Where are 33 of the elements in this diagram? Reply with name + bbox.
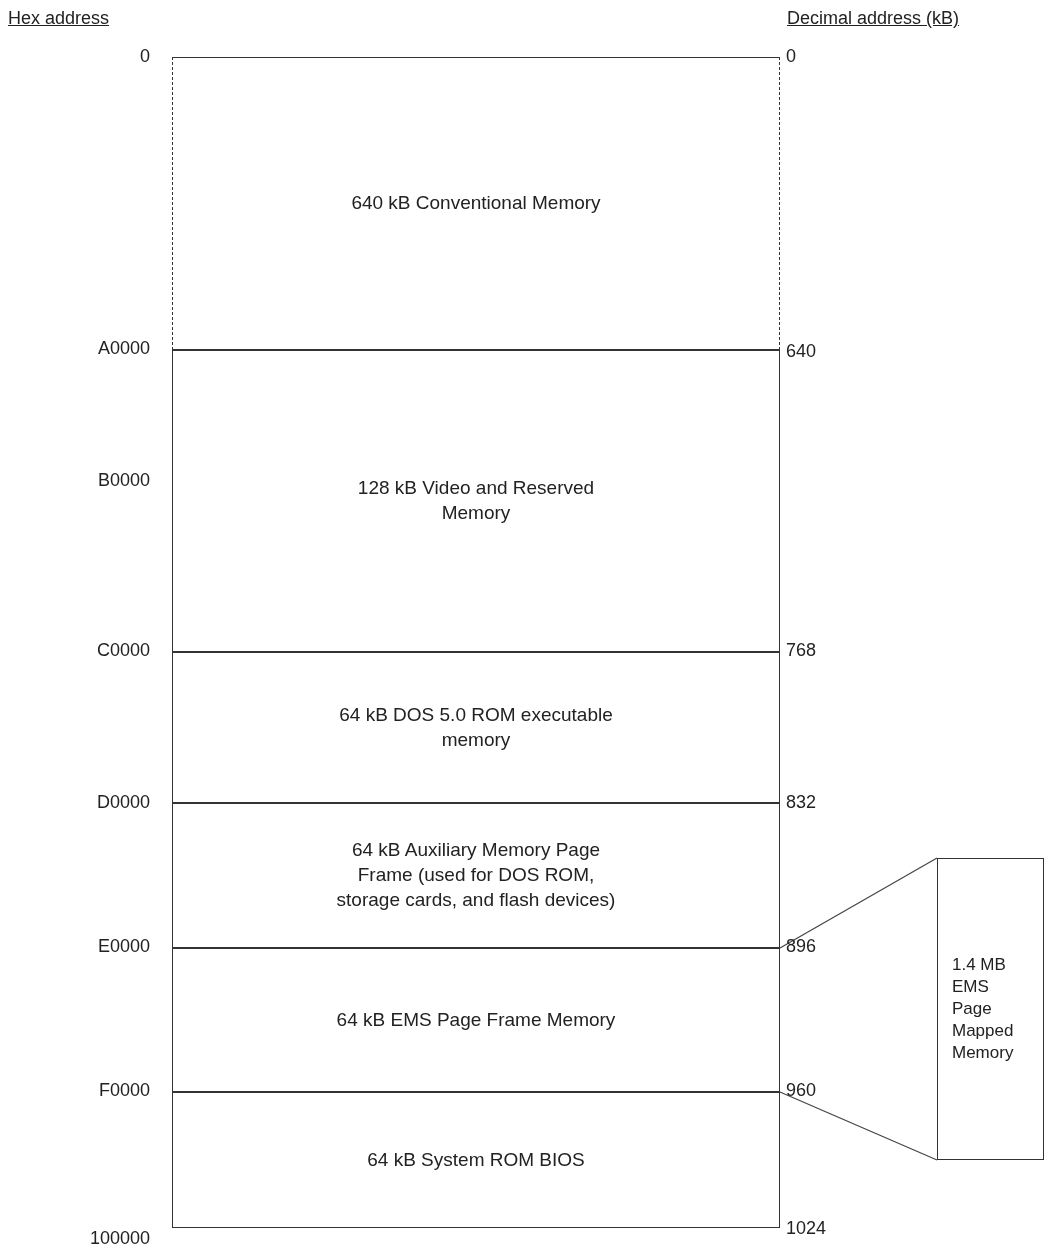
column-heading: Decimal address (kB) [787,8,960,29]
address-label: 640 [786,341,817,362]
address-label: 960 [786,1080,817,1101]
memory-region [172,948,780,1092]
address-label: B0000 [97,470,150,491]
region-label: 128 kB Video and Reserved Memory [356,476,596,525]
address-label: 896 [786,936,817,957]
address-label: 100000 [89,1228,150,1249]
expanded-memory-box [937,858,1044,1160]
memory-region [172,57,780,350]
address-label: 0 [786,46,796,67]
address-label: 768 [786,640,817,661]
region-label: 64 kB EMS Page Frame Memory [336,1007,616,1032]
column-heading: Hex address [8,8,110,29]
expansion-line [779,857,938,949]
region-label: 64 kB DOS 5.0 ROM executable memory [338,702,614,752]
address-label: 0 [140,46,150,67]
address-label: D0000 [96,792,150,813]
box-label: 1.4 MB EMS Page Mapped Memory [952,953,1015,1065]
region-label: 64 kB Auxiliary Memory Page Frame (used for DOS ROM, storage cards, and flash devices) [335,838,617,912]
address-label: 832 [786,792,817,813]
address-label: E0000 [97,936,150,957]
address-label: A0000 [97,338,150,359]
region-label: 640 kB Conventional Memory [351,191,601,216]
address-label: 1024 [786,1218,827,1239]
address-label: F0000 [98,1080,150,1101]
expansion-line [779,1091,938,1161]
address-label: C0000 [96,640,150,661]
region-label: 64 kB System ROM BIOS [367,1147,585,1172]
memory-region [172,803,780,948]
memory-region [172,1092,780,1228]
memory-region [172,652,780,803]
memory-region [172,350,780,652]
